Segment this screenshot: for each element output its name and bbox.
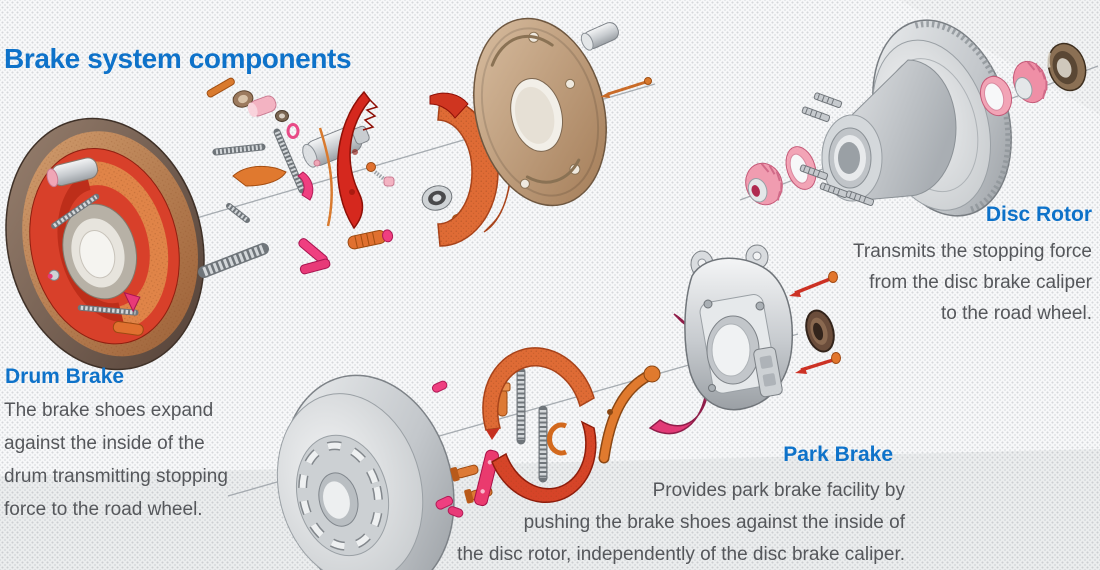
brake-drum [5,117,205,371]
drum-brake-line: drum transmitting stopping [4,466,228,487]
park-brake-description: Provides park brake facility by pushing … [285,475,905,570]
wheel-cylinder [302,125,370,168]
park-brake-line: pushing the brake shoes against the insi… [523,512,905,533]
drum-backing-plate [473,17,607,207]
drum-brake-description: The brake shoes expand against the insid… [4,394,228,526]
pin-boot [805,309,835,353]
drum-brake-line: against the inside of the [4,433,205,454]
disc-rotor-illustration [739,19,1099,217]
disc-rotor-line: to the road wheel. [940,303,1092,324]
drum-brake-line: The brake shoes expand [4,400,214,421]
disc-rotor-line: from the disc brake caliper [869,272,1092,293]
park-brake-lever [598,365,661,464]
outer-bearing-race [979,75,1013,117]
park-rotor-disc [276,374,455,570]
page-title: Brake system components [4,42,352,74]
park-brake-heading: Park Brake [783,443,893,466]
spindle-nut [1047,42,1087,92]
park-brake-line: Provides park brake facility by [652,480,905,501]
wheel-studs [799,92,875,207]
drum-brake-line: force to the road wheel. [4,499,203,520]
park-brake-shoes [482,347,597,504]
park-hardware-parts [431,367,568,518]
disc-rotor-heading: Disc Rotor [985,203,1092,226]
drum-small-cylinder [580,22,619,51]
outer-bearing [1012,60,1048,104]
adjuster-screw [347,229,394,250]
disc-rotor-line: Transmits the stopping force [852,241,1092,262]
disc-rotor-description: Transmits the stopping force from the di… [672,236,1092,329]
drum-pin [600,77,652,98]
drum-brake-illustration [5,17,656,371]
rotor-disc [799,19,1012,217]
park-brake-illustration [227,244,841,570]
caliper-slide-pins [789,271,841,374]
drum-brake-heading: Drum Brake [5,365,125,388]
park-anchor-bracket [684,244,794,411]
inner-bearing [745,162,783,206]
hub-bearing [421,185,453,211]
park-brake-line: the disc rotor, independently of the dis… [457,544,905,565]
